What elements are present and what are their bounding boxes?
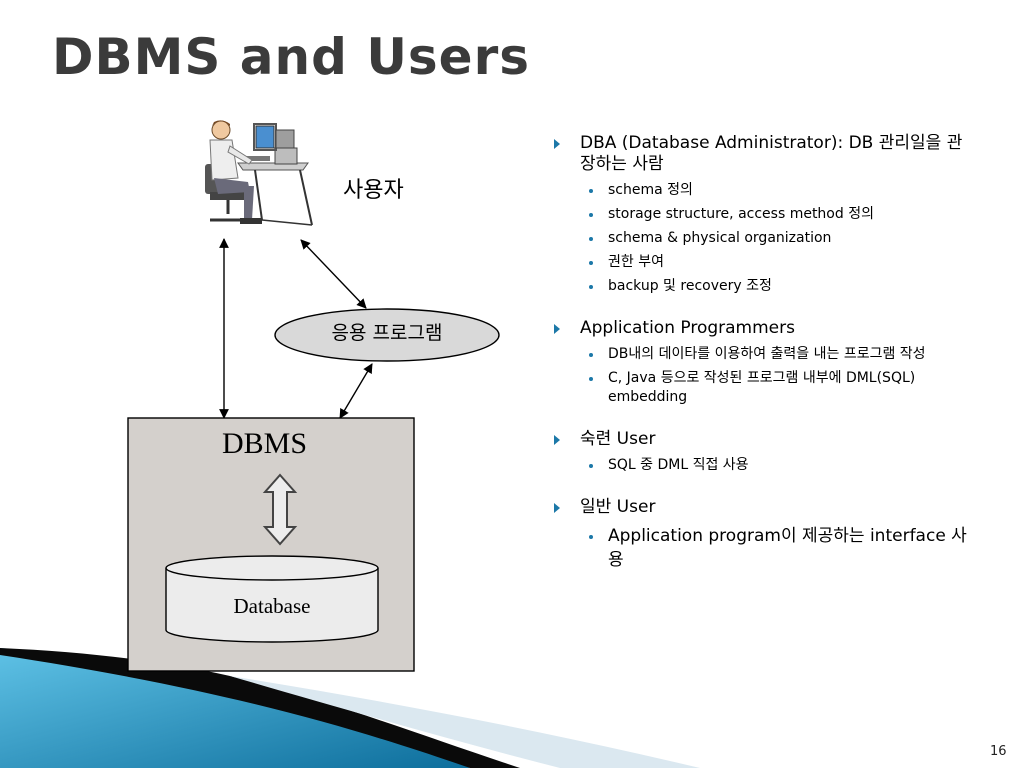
list-item: SQL 중 DML 직접 사용	[553, 456, 973, 475]
bullet-dot-icon	[589, 353, 593, 357]
bullet-dot-icon	[589, 261, 593, 265]
swoosh-black	[0, 648, 520, 768]
slide-title: DBMS and Users	[52, 28, 531, 86]
section-skilled-user: 숙련 User SQL 중 DML 직접 사용	[553, 429, 973, 475]
page-number: 16	[990, 744, 1007, 759]
bullet-dot-icon	[589, 285, 593, 289]
list-item: schema 정의	[553, 181, 973, 200]
app-program-label: 응용 프로그램	[331, 322, 443, 344]
list-item: DB내의 데이타를 이용하여 출력을 내는 프로그램 작성	[553, 345, 973, 364]
bullet-dot-icon	[589, 464, 593, 468]
bullet-dot-icon	[589, 213, 593, 217]
section-heading: DBA (Database Administrator): DB 관리일을 관장…	[580, 133, 963, 174]
list-item: Application program이 제공하는 interface 사용	[553, 524, 973, 572]
database-cylinder-icon	[165, 555, 379, 643]
bullet-list: DBA (Database Administrator): DB 관리일을 관장…	[553, 133, 973, 594]
section-heading: 숙련 User	[580, 429, 656, 449]
app-dbms-arrow	[339, 363, 373, 419]
list-item: schema & physical organization	[553, 229, 973, 248]
bullet-arrow-icon	[554, 435, 560, 445]
swoosh-light	[230, 676, 700, 768]
dbms-label: DBMS	[222, 427, 308, 460]
user-app-arrow	[300, 239, 367, 309]
database-label: Database	[233, 594, 311, 618]
section-heading: Application Programmers	[580, 318, 795, 338]
user-label: 사용자	[343, 178, 404, 203]
person-at-computer-icon	[205, 120, 313, 226]
bullet-dot-icon	[589, 535, 593, 539]
bullet-dot-icon	[589, 189, 593, 193]
list-item: C, Java 등으로 작성된 프로그램 내부에 DML(SQL) embedd…	[553, 369, 973, 407]
double-arrow-icon	[262, 473, 298, 546]
bullet-arrow-icon	[554, 324, 560, 334]
app-ellipse	[274, 308, 500, 362]
list-item: 권한 부여	[553, 253, 973, 272]
bullet-dot-icon	[589, 237, 593, 241]
list-item: backup 및 recovery 조정	[553, 277, 973, 296]
list-item: storage structure, access method 정의	[553, 205, 973, 224]
section-dba: DBA (Database Administrator): DB 관리일을 관장…	[553, 133, 973, 296]
section-general-user: 일반 User Application program이 제공하는 interf…	[553, 497, 973, 572]
bullet-arrow-icon	[554, 139, 560, 149]
section-heading: 일반 User	[580, 497, 656, 517]
bullet-dot-icon	[589, 377, 593, 381]
swoosh-blue	[0, 648, 470, 768]
section-app-programmers: Application Programmers DB내의 데이타를 이용하여 출…	[553, 318, 973, 407]
bullet-arrow-icon	[554, 503, 560, 513]
